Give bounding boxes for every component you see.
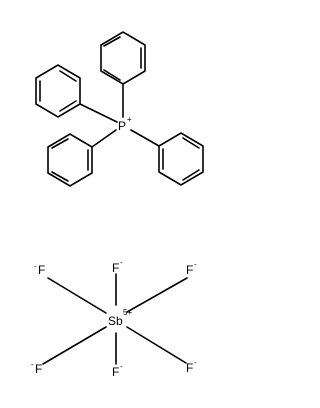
phosphorus-charge: + [127, 115, 132, 124]
svg-text:F: F [186, 361, 193, 375]
antimony-label: Sb [108, 314, 123, 328]
fluorine-top: F - [112, 258, 123, 275]
svg-text:-: - [34, 262, 37, 271]
p-to-phenyl-bonds [79, 83, 160, 148]
fluorine-bottom: F - [112, 362, 123, 379]
svg-text:-: - [120, 258, 123, 267]
svg-text:-: - [31, 360, 34, 369]
svg-text:F: F [112, 261, 119, 275]
phenyl-ring-top [100, 31, 146, 85]
hexafluoroantimonate-anion: Sb 5+ F - - F F - - F F - F - [31, 258, 197, 379]
fluorine-lower-right: F - [186, 358, 197, 375]
fluorine-upper-right: F - [186, 260, 197, 277]
bond-sb-f-lower-left [42, 326, 107, 365]
phenyl-ring-upper-left [35, 64, 81, 118]
sb-f-bonds [42, 273, 188, 365]
triphenylphosphonium-cation: P + [35, 31, 204, 187]
svg-text:F: F [112, 365, 119, 379]
phenyl-ring-lower-left [47, 133, 93, 187]
svg-text:-: - [120, 362, 123, 371]
bond-p-phenyl-lower-right [130, 129, 160, 147]
bond-sb-f-upper-right [126, 277, 188, 313]
bond-p-phenyl-lower-left [91, 129, 117, 148]
bond-sb-f-upper-left [47, 277, 107, 314]
phenyl-ring-lower-right [158, 132, 204, 186]
fluorine-lower-left: - F [31, 360, 42, 376]
bond-p-phenyl-upper-left [79, 103, 118, 123]
fluorine-upper-left: - F [34, 262, 45, 277]
antimony-charge: 5+ [123, 308, 132, 317]
svg-text:-: - [194, 260, 197, 269]
bond-sb-f-lower-right [126, 326, 187, 364]
svg-text:F: F [38, 263, 45, 277]
svg-text:F: F [35, 362, 42, 376]
svg-text:-: - [194, 358, 197, 367]
phosphorus-label: P [118, 119, 126, 133]
chemical-structure-diagram: P + Sb 5+ F - - F F - - F F [31, 31, 204, 379]
svg-text:F: F [186, 263, 193, 277]
